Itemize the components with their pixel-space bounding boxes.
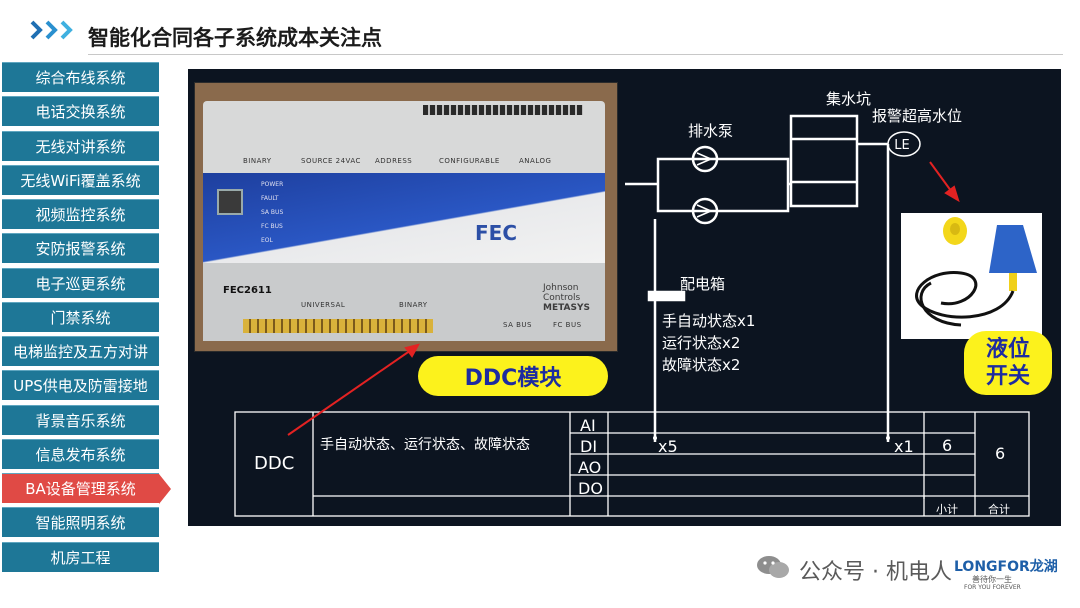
sidebar-item-patrol[interactable]: 电子巡更系统	[2, 267, 159, 298]
page-title: 智能化合同各子系统成本关注点	[88, 26, 382, 50]
network-port	[217, 189, 243, 215]
device-label: UNIVERSAL	[301, 301, 346, 309]
sidebar-item-intercom[interactable]: 无线对讲系统	[2, 130, 159, 161]
sidebar-item-label: 电梯监控及五方对讲	[12, 343, 148, 361]
sidebar-item-label: 电子巡更系统	[35, 274, 126, 293]
table-type: AI	[580, 416, 596, 435]
content-panel: BINARY SOURCE 24VAC ADDRESS CONFIGURABLE…	[188, 69, 1061, 526]
sidebar-item-machine-room[interactable]: 机房工程	[2, 541, 159, 572]
io-table	[234, 411, 1030, 517]
led-label: SA BUS	[261, 209, 284, 216]
led-label: FC BUS	[261, 223, 283, 230]
sidebar-item-label: BA设备管理系统	[25, 480, 136, 498]
device-label: SA BUS	[503, 321, 532, 329]
terminal-strip	[423, 105, 583, 115]
header-divider	[88, 54, 1063, 55]
sidebar-item-label: UPS供电及防雷接地	[13, 377, 148, 396]
subtotal-value: 6	[942, 436, 952, 455]
chevron-right-icon	[30, 20, 43, 40]
status-line: 手自动状态x1	[662, 312, 755, 330]
table-type: DO	[578, 479, 603, 498]
sidebar-item-label: 安防报警系统	[35, 240, 126, 259]
pit-label: 集水坑	[826, 90, 871, 108]
total-label: 合计	[988, 502, 1010, 516]
schematic-diagram: LE 集水坑 排水泵 报警超高水位 配电箱 手自动状态x1 运行状态x2 故障状…	[234, 90, 1030, 517]
device-label: CONFIGURABLE	[439, 157, 500, 165]
di-count-left: x5	[658, 437, 678, 456]
sidebar-item-label: 机房工程	[50, 548, 111, 567]
level-switch-badge: 液位 开关	[964, 331, 1052, 395]
sidebar-item-label: 智能照明系统	[35, 514, 126, 533]
sidebar-item-label: 无线WiFi覆盖系统	[20, 171, 141, 190]
ddc-device: BINARY SOURCE 24VAC ADDRESS CONFIGURABLE…	[203, 101, 605, 341]
status-line: 故障状态x2	[662, 356, 740, 374]
sidebar-item-label: 无线对讲系统	[35, 137, 126, 156]
table-type: DI	[580, 437, 597, 456]
subtotal-label: 小计	[936, 503, 958, 516]
wechat-account: 公众号 · 机电人防	[799, 560, 974, 585]
device-brand: FEC	[475, 221, 518, 245]
le-symbol: LE	[894, 138, 909, 153]
sidebar-item-access[interactable]: 门禁系统	[2, 301, 159, 332]
status-line: 运行状态x2	[662, 334, 740, 352]
ddc-badge: DDC模块	[418, 356, 608, 396]
level-switch-photo	[901, 213, 1042, 339]
device-label: FC BUS	[553, 321, 582, 329]
di-count-right: x1	[894, 437, 914, 456]
sidebar-item-cabling[interactable]: 综合布线系统	[2, 62, 159, 92]
device-label: BINARY	[243, 157, 272, 165]
sidebar-item-label: 门禁系统	[50, 308, 111, 327]
table-type: AO	[578, 458, 601, 477]
wechat-icon	[757, 556, 789, 578]
chevron-right-icon	[45, 20, 58, 40]
device-label: ANALOG	[519, 157, 552, 165]
longfor-logo: LONGFOR龙湖 善待你一生 FOR YOU FOREVER	[952, 552, 1060, 592]
pump-label: 排水泵	[688, 122, 733, 140]
total-value: 6	[995, 444, 1005, 463]
sidebar-item-elevator[interactable]: 电梯监控及五方对讲	[2, 336, 159, 366]
sidebar-item-label: 综合布线系统	[35, 69, 126, 87]
page-header: 智能化合同各子系统成本关注点	[0, 0, 1080, 60]
sidebar-item-wifi[interactable]: 无线WiFi覆盖系统	[2, 164, 159, 195]
sidebar-item-info[interactable]: 信息发布系统	[2, 438, 159, 469]
device-model: FEC2611	[223, 285, 272, 296]
sidebar-item-label: 电话交换系统	[35, 103, 126, 122]
ddc-device-photo: BINARY SOURCE 24VAC ADDRESS CONFIGURABLE…	[194, 82, 618, 352]
led-label: POWER	[261, 181, 284, 188]
device-label: SOURCE 24VAC	[301, 157, 361, 165]
sidebar-item-label: 背景音乐系统	[35, 411, 126, 430]
device-label: ADDRESS	[375, 157, 413, 165]
sidebar: 综合布线系统 电话交换系统 无线对讲系统 无线WiFi覆盖系统 视频监控系统 安…	[2, 62, 171, 576]
sidebar-item-ba[interactable]: BA设备管理系统	[2, 473, 171, 504]
chevron-right-icon	[60, 20, 73, 40]
sidebar-item-ups[interactable]: UPS供电及防雷接地	[2, 370, 159, 401]
box-label: 配电箱	[680, 275, 725, 293]
device-maker: Johnson Controls METASYS	[543, 283, 590, 313]
sidebar-item-label: 视频监控系统	[35, 206, 126, 224]
sidebar-item-music[interactable]: 背景音乐系统	[2, 404, 159, 435]
device-label: BINARY	[399, 301, 428, 309]
device-front: POWER FAULT SA BUS FC BUS EOL	[203, 173, 605, 263]
footer: 公众号 · 机电人防 LONGFOR龙湖 善待你一生 FOR YOU FOREV…	[755, 550, 1065, 592]
sidebar-item-lighting[interactable]: 智能照明系统	[2, 507, 159, 538]
led-label: EOL	[261, 237, 273, 244]
sidebar-item-alarm[interactable]: 安防报警系统	[2, 233, 159, 264]
table-desc: 手自动状态、运行状态、故障状态	[320, 437, 530, 453]
terminal-strip	[243, 319, 433, 333]
table-row-label: DDC	[254, 453, 294, 474]
level-switch-illustration	[915, 217, 1037, 327]
sidebar-item-video[interactable]: 视频监控系统	[2, 199, 159, 229]
led-label: FAULT	[261, 195, 279, 202]
alarm-label: 报警超高水位	[872, 107, 962, 125]
sidebar-item-label: 信息发布系统	[35, 445, 126, 464]
sidebar-item-telephone[interactable]: 电话交换系统	[2, 96, 159, 127]
